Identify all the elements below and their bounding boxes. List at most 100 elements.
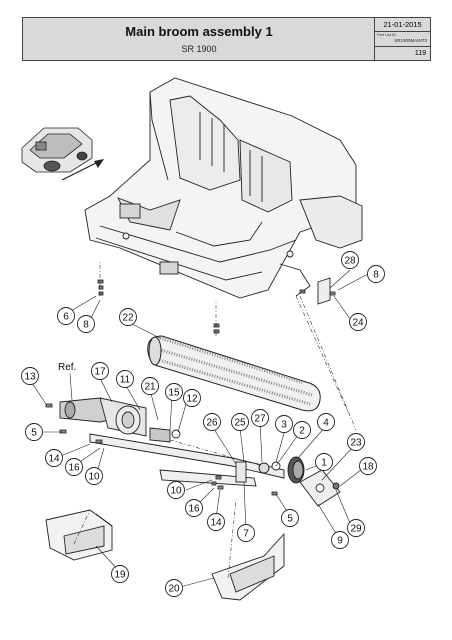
- part-list-label: Part List ID:: [377, 33, 397, 37]
- callout-bubble: [183, 389, 201, 407]
- callout-bubble: [237, 524, 255, 542]
- callout-22: 22: [119, 308, 137, 326]
- callout-bubble: [341, 251, 359, 269]
- callout-bubble: [91, 362, 109, 380]
- callout-bubble: [116, 370, 134, 388]
- callout-number: 8: [373, 270, 379, 281]
- callout-1: 1: [315, 453, 333, 471]
- callout-number: 25: [234, 418, 246, 429]
- callout-5: 5: [25, 423, 43, 441]
- callout-bubble: [347, 519, 365, 537]
- callout-28: 28: [341, 251, 359, 269]
- callout-bubble: [315, 453, 333, 471]
- callout-19: 19: [111, 565, 129, 583]
- callout-number: 15: [168, 388, 180, 399]
- callout-bubble: [165, 383, 183, 401]
- leader-lines: [73, 260, 357, 579]
- callout-number: 5: [287, 514, 293, 525]
- callout-number: 2: [299, 426, 305, 437]
- callout-bubble: [281, 509, 299, 527]
- callout-27: 27: [251, 409, 269, 427]
- callout-24: 24: [349, 313, 367, 331]
- callout-bubble: [141, 377, 159, 395]
- callout-20: 20: [165, 579, 183, 597]
- left-skirt-cover: [45, 509, 113, 561]
- callout-number: 23: [350, 438, 362, 449]
- callout-number: 8: [83, 320, 89, 331]
- date-label: 21-01-2015: [375, 18, 430, 32]
- callout-number: 1: [321, 458, 327, 469]
- callout-14: 14: [207, 513, 225, 531]
- callout-10: 10: [85, 467, 103, 485]
- callout-bubble: [111, 565, 129, 583]
- callout-number: 18: [362, 462, 374, 473]
- callout-number: 6: [63, 312, 69, 323]
- callout-number: 22: [122, 313, 134, 324]
- model-subtitle: SR 1900: [181, 44, 217, 54]
- callout-bubble: [167, 481, 185, 499]
- right-skirt-cover: [211, 532, 285, 601]
- callout-number: 28: [344, 256, 356, 267]
- callout-bubble: [359, 457, 377, 475]
- callout-18: 18: [359, 457, 377, 475]
- callout-8: 8: [367, 265, 385, 283]
- callout-21: 21: [141, 377, 159, 395]
- callout-bubble: [275, 415, 293, 433]
- callout-bubble: [231, 413, 249, 431]
- callout-number: 24: [352, 318, 364, 329]
- bracket-plate: [317, 277, 331, 305]
- callout-23: 23: [347, 433, 365, 451]
- callout-16: 16: [65, 458, 83, 476]
- callout-bubble: [165, 579, 183, 597]
- callout-number: 9: [337, 536, 343, 547]
- direction-arrow: [61, 159, 104, 181]
- callout-number: 16: [188, 504, 200, 515]
- callout-number: 3: [281, 420, 287, 431]
- callout-number: 16: [68, 463, 80, 474]
- callout-29: 29: [347, 519, 365, 537]
- callout-bubble: [317, 413, 335, 431]
- callout-bubble: [57, 307, 75, 325]
- callout-5: 5: [281, 509, 299, 527]
- callout-7: 7: [237, 524, 255, 542]
- callout-bubble: [203, 413, 221, 431]
- callout-2: 2: [293, 421, 311, 439]
- callout-number: 17: [94, 367, 106, 378]
- right-hub-assembly: [235, 456, 341, 507]
- callout-17: 17: [91, 362, 109, 380]
- callout-6: 6: [57, 307, 75, 325]
- callout-number: 21: [144, 382, 156, 393]
- reference-label: Ref.: [58, 362, 76, 373]
- callout-number: 19: [114, 570, 126, 581]
- callout-bubble: [65, 458, 83, 476]
- machine-thumbnail: [21, 127, 93, 173]
- callout-bubble: [251, 409, 269, 427]
- callout-11: 11: [116, 370, 134, 388]
- callout-14: 14: [45, 449, 63, 467]
- callout-25: 25: [231, 413, 249, 431]
- callout-bubble: [45, 449, 63, 467]
- small-fasteners: [45, 291, 336, 496]
- callout-bubble: [349, 313, 367, 331]
- callout-9: 9: [331, 531, 349, 549]
- callout-15: 15: [165, 383, 183, 401]
- callout-number: 14: [210, 518, 222, 529]
- callout-number: 10: [170, 486, 182, 497]
- page-number: 119: [375, 46, 430, 60]
- title-cell: Main broom assembly 1 SR 1900: [23, 18, 375, 60]
- callout-bubble: [21, 367, 39, 385]
- callout-number: 10: [88, 472, 100, 483]
- callout-26: 26: [203, 413, 221, 431]
- callout-bubble: [25, 423, 43, 441]
- callout-number: 13: [24, 372, 36, 383]
- callout-number: 7: [243, 529, 249, 540]
- callout-bubble: [347, 433, 365, 451]
- callout-bubble: [367, 265, 385, 283]
- broom-arm: [89, 433, 285, 487]
- callout-bubble: [293, 421, 311, 439]
- callout-number: 14: [48, 454, 60, 465]
- callout-bubble: [85, 467, 103, 485]
